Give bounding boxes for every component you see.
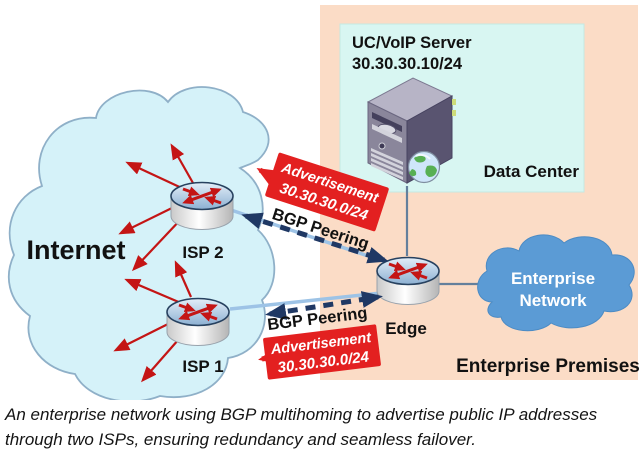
edge-label: Edge: [385, 319, 427, 338]
internet-label: Internet: [26, 235, 125, 265]
caption-line2: through two ISPs, ensuring redundancy an…: [5, 429, 476, 449]
globe-icon: [407, 150, 441, 184]
bgp-session-arrow-bottom: [265, 291, 383, 320]
data-center-label: Data Center: [484, 162, 580, 181]
isp1-router-icon: [167, 299, 229, 346]
server-name-label: UC/VoIP Server: [352, 34, 472, 52]
enterprise-premises-label: Enterprise Premises: [456, 356, 640, 377]
isp1-label: ISP 1: [182, 357, 223, 376]
advert-arrow-top: [256, 167, 277, 185]
enterprise-network-cloud: Enterprise Network: [477, 234, 635, 332]
isp2-label: ISP 2: [182, 243, 223, 262]
server-ip-label: 30.30.30.10/24: [352, 55, 463, 73]
edge-router-icon: [377, 258, 439, 305]
caption-line1: An enterprise network using BGP multihom…: [5, 405, 598, 424]
figure-caption: An enterprise network using BGP multihom…: [5, 403, 641, 452]
enterprise-cloud-line2: Network: [519, 291, 587, 310]
isp2-router-icon: [171, 183, 233, 230]
enterprise-cloud-line1: Enterprise: [511, 269, 595, 288]
network-diagram: UC/VoIP Server 30.30.30.10/24 Data Cente…: [7, 5, 640, 400]
advertisement-banner-bottom: Advertisement 30.30.30.0/24: [263, 324, 381, 380]
advertisement-banner-top: Advertisement 30.30.30.0/24: [265, 152, 389, 232]
bgp-session-arrow-top: [241, 212, 389, 264]
